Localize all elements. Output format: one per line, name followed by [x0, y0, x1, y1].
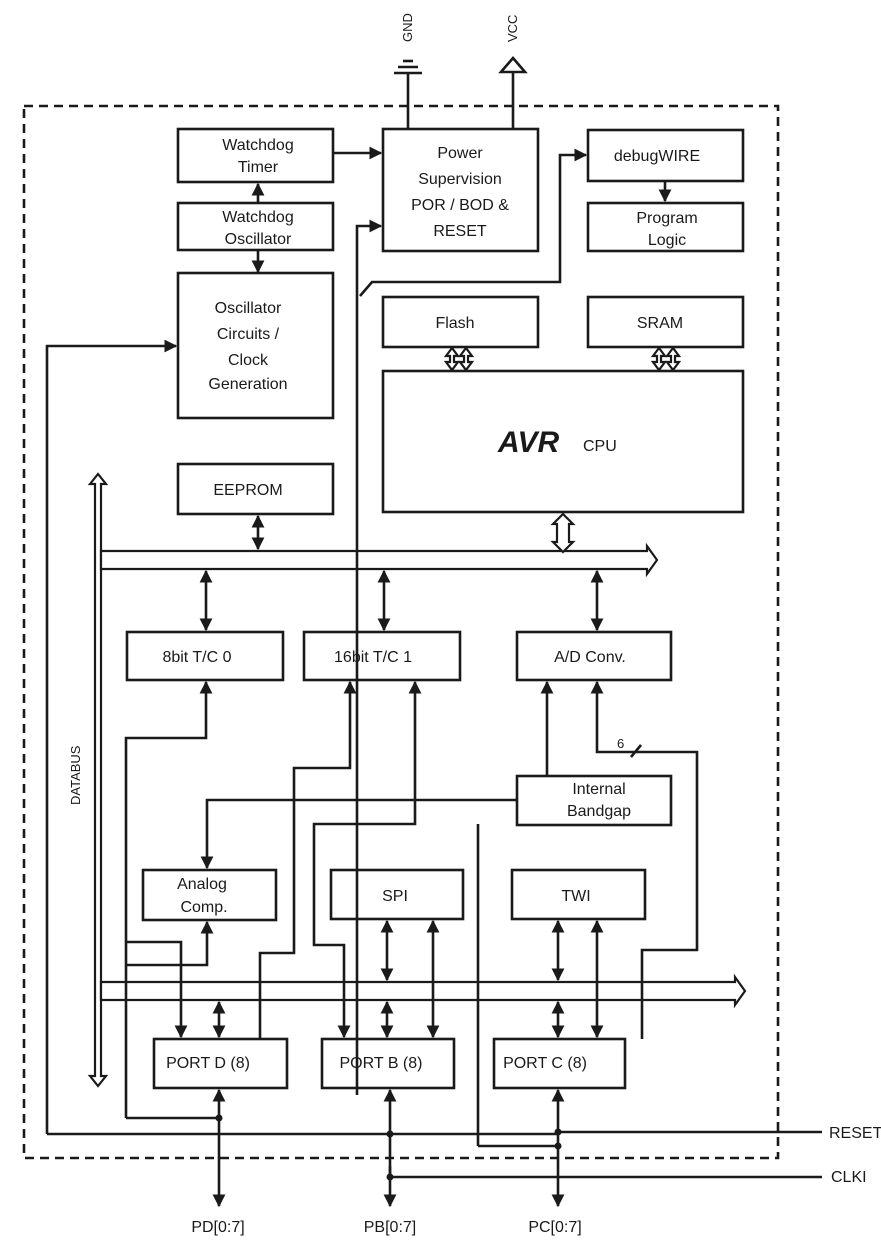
oscillator-label-2: Circuits / — [217, 326, 280, 343]
adc-block — [515, 630, 673, 682]
sram-block — [586, 295, 745, 349]
power-supervision-label-4: RESET — [433, 223, 487, 240]
debugwire-label: debugWIRE — [614, 148, 700, 165]
port-c-label: PORT C (8) — [503, 1055, 587, 1072]
port-d-block — [152, 1037, 289, 1090]
comp-input-path — [126, 920, 214, 967]
pb-label: PB[0:7] — [364, 1219, 416, 1236]
databus-label: DATABUS — [68, 745, 83, 805]
upper-bus — [99, 542, 659, 578]
analog-comp-block — [141, 868, 278, 922]
program-logic-label-2: Logic — [648, 232, 686, 249]
chip-boundary — [22, 104, 780, 1160]
watchdog-oscillator-block — [176, 201, 335, 252]
watchdog-timer-block — [176, 127, 335, 184]
tc1-block — [302, 630, 462, 682]
sram-cpu-link — [650, 346, 682, 372]
bandgap-label-1: Internal — [572, 781, 625, 798]
twi-label: TWI — [561, 888, 590, 905]
port-d-to-tc0-path — [126, 940, 188, 1039]
oscillator-label-1: Oscillator — [215, 300, 282, 317]
pd-label: PD[0:7] — [191, 1219, 244, 1236]
eeprom-block — [176, 462, 335, 516]
reset-to-debugwire-path — [359, 148, 588, 297]
oscillator-label-3: Clock — [228, 352, 269, 369]
power-supervision-block — [381, 127, 540, 253]
vcc-pin: VCC — [498, 15, 528, 128]
cpu-bus-link — [550, 512, 576, 554]
power-supervision-label-1: Power — [437, 145, 483, 162]
port-c-block — [492, 1037, 627, 1090]
program-logic-label-1: Program — [636, 210, 697, 227]
port-d-label: PORT D (8) — [166, 1055, 250, 1072]
spi-label: SPI — [382, 888, 408, 905]
clki-label: CLKI — [831, 1169, 867, 1186]
program-logic-block — [586, 201, 745, 253]
adc-label: A/D Conv. — [554, 649, 626, 666]
tc0-input-path — [124, 680, 213, 1118]
port-b-label: PORT B (8) — [340, 1055, 423, 1072]
reset-label: RESET — [829, 1125, 881, 1142]
port-b-to-tc1-path — [312, 680, 422, 1039]
tc0-label: 8bit T/C 0 — [162, 649, 231, 666]
pc-label: PC[0:7] — [528, 1219, 581, 1236]
watchdog-timer-label-2: Timer — [238, 159, 279, 176]
gnd-label: GND — [400, 13, 415, 42]
cpu-block — [381, 369, 745, 514]
flash-cpu-link — [443, 346, 475, 372]
flash-block — [381, 295, 540, 349]
bandgap-to-comp-path — [200, 798, 517, 870]
gnd-pin: GND — [394, 13, 422, 128]
oscillator-block — [176, 271, 335, 420]
adc-width-label: 6 — [617, 736, 624, 751]
watchdog-oscillator-label-2: Oscillator — [225, 231, 292, 248]
cpu-label: CPU — [583, 438, 617, 455]
tc0-block — [125, 630, 285, 682]
oscillator-label-4: Generation — [208, 376, 287, 393]
clock-input-path — [45, 339, 178, 1134]
port-b-block — [320, 1037, 456, 1090]
analog-comp-label-2: Comp. — [180, 899, 227, 916]
databus-vertical — [87, 472, 109, 1088]
vcc-label: VCC — [505, 15, 520, 42]
flash-label: Flash — [435, 315, 474, 332]
lower-bus — [99, 973, 747, 1009]
avr-logo: AVR — [497, 426, 559, 459]
adc-input-path — [590, 680, 699, 1039]
tc1-label: 16bit T/C 1 — [334, 649, 412, 666]
eeprom-label: EEPROM — [213, 482, 282, 499]
bandgap-label-2: Bandgap — [567, 803, 631, 820]
junction-dots — [215, 1114, 562, 1181]
twi-block — [510, 868, 647, 921]
bandgap-block — [515, 774, 673, 827]
adc-width-slash — [630, 744, 642, 758]
power-supervision-label-3: POR / BOD & — [411, 197, 509, 214]
sram-label: SRAM — [637, 315, 683, 332]
power-supervision-label-2: Supervision — [418, 171, 502, 188]
analog-comp-label-1: Analog — [177, 876, 227, 893]
watchdog-oscillator-label-1: Watchdog — [222, 209, 293, 226]
watchdog-timer-label-1: Watchdog — [222, 137, 293, 154]
